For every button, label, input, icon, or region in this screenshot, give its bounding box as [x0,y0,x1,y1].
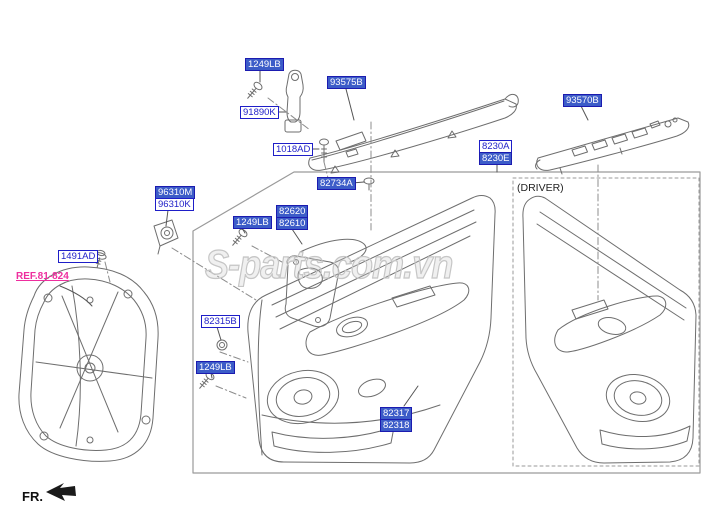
clip-icon [363,177,375,191]
part-label-82610[interactable]: 82610 [276,217,309,230]
tweeter-speaker-drawing [153,219,179,255]
screw-icon [247,81,263,99]
driver-caption: (DRIVER) [517,182,564,194]
part-label-91890k[interactable]: 91890K [240,106,279,119]
main-door-trim-drawing [247,195,496,464]
part-label-93570b[interactable]: 93570B [563,94,602,107]
fr-direction-label: FR. [22,489,43,504]
grommet-icon [216,339,228,351]
screw-icon [319,138,329,163]
enclosure-box [192,171,701,474]
ref-link[interactable]: REF.81-824 [16,271,69,282]
part-label-82318[interactable]: 82318 [380,419,413,432]
part-label-82734a[interactable]: 82734A [317,177,356,190]
part-label-1491ad[interactable]: 1491AD [58,250,99,263]
door-module-panel-drawing [18,266,159,462]
part-label-96310k[interactable]: 96310K [155,198,194,211]
screw-icon [232,228,248,246]
part-label-93575b[interactable]: 93575B [327,76,366,89]
part-label-8230e[interactable]: 8230E [479,152,513,165]
part-label-82315b[interactable]: 82315B [201,315,240,328]
part-label-1249lb[interactable]: 1249LB [233,216,272,229]
driver-door-trim-drawing [522,195,697,464]
handle-assembly-drawing [284,238,367,328]
switch-panel-drawing [535,117,690,175]
part-label-1018ad[interactable]: 1018AD [273,143,314,156]
bracket-drawing [284,69,304,133]
leader-lines [59,70,589,407]
part-label-1249lb[interactable]: 1249LB [196,361,235,374]
driver-dashed-box [512,177,700,467]
part-label-1249lb[interactable]: 1249LB [245,58,284,71]
fr-arrow-icon [46,483,76,501]
trim-strip-drawing [308,93,519,174]
